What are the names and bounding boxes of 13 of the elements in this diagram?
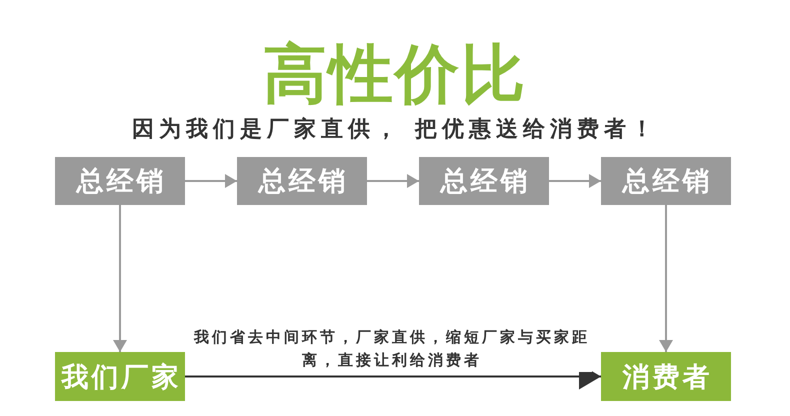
process-box: 总经销 [419, 157, 549, 205]
arrow [367, 174, 419, 188]
arrow [659, 205, 673, 352]
process-box: 总经销 [237, 157, 367, 205]
process-box: 消费者 [601, 352, 731, 401]
edge-label: 我们省去中间环节，厂家直供，缩短厂家与买家距离，直接让利给消费者 [192, 326, 592, 372]
process-box: 总经销 [55, 157, 185, 205]
arrow [549, 174, 601, 188]
arrow [113, 205, 127, 352]
process-box: 总经销 [601, 157, 731, 205]
arrow [185, 174, 237, 188]
subtitle: 因为我们是厂家直供， 把优惠送给消费者！ [131, 117, 659, 143]
process-box: 我们厂家 [55, 352, 185, 401]
